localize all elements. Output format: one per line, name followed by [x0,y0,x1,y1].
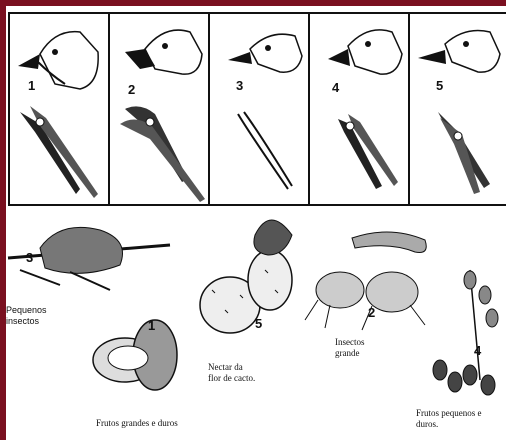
food-illustrations [0,210,506,440]
beak-cell-4: 4 [308,14,408,204]
food-number-large-insects: 2 [368,305,375,320]
tweezers-icon [210,14,310,204]
pliers-icon [110,14,210,204]
food-number-cactus: 5 [255,316,262,331]
large-insects-icon [305,232,426,330]
beak-cell-5: 5 [408,14,506,204]
food-label-cactus: Nectar da flor de cacto. [208,362,255,384]
food-number-small-fruits: 4 [474,343,481,358]
beak-cell-3: 3 [208,14,308,204]
cactus-icon [200,220,292,333]
needle-nose-pliers-icon [410,14,506,204]
food-label-large-insects: Insectos grande [335,337,365,359]
food-label-large-fruit: Frutos grandes e duros [96,418,178,429]
beak-cell-2: 2 [108,14,208,204]
food-label-small-fruits: Frutos pequenos e duros. [416,408,482,430]
food-number-large-fruit: 1 [148,318,155,333]
small-fruits-icon [433,270,498,395]
food-label-small-insects: Pequenos insectos [6,305,47,327]
beak-tool-grid: 1 2 3 [8,12,506,206]
beak-cell-1: 1 [8,14,108,204]
food-number-small-insects: 3 [26,250,33,265]
large-fruit-icon [93,320,177,390]
pliers-icon [10,14,110,204]
pliers-icon [310,14,410,204]
